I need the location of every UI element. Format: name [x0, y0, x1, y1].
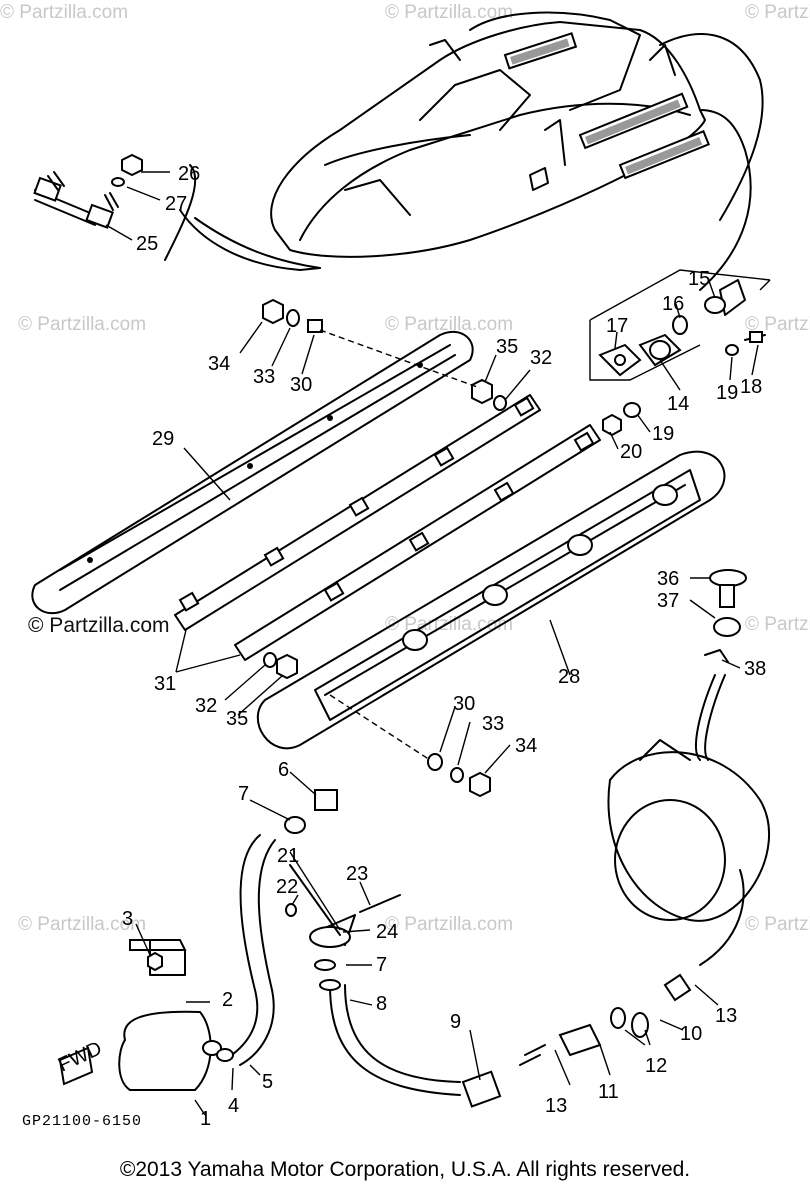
copyright-notice: ©2013 Yamaha Motor Corporation, U.S.A. A… [119, 1158, 691, 1181]
callout-22: 22 [276, 876, 298, 898]
callout-13: 13 [545, 1095, 567, 1117]
callout-3: 3 [122, 908, 133, 930]
callout-32: 32 [530, 347, 552, 369]
watermark: © Partzilla.com [18, 914, 146, 935]
callout-28: 28 [558, 666, 580, 688]
callout-2: 2 [222, 989, 233, 1011]
callout-7b: 7 [376, 954, 387, 976]
callout-32b: 32 [195, 695, 217, 717]
callout-33: 33 [253, 366, 275, 388]
callout-33b: 33 [482, 713, 504, 735]
watermark: © Partzilla.com [0, 2, 128, 23]
sponson-part-28 [256, 450, 726, 750]
callout-15: 15 [688, 268, 710, 290]
vent-parts-14-19 [589, 269, 771, 437]
leader-lines [105, 171, 759, 1116]
watermark: © Partzilla.com [18, 314, 146, 335]
callout-19b: 19 [652, 423, 674, 445]
watermark: © Partzilla.com [385, 2, 513, 23]
callout-12: 12 [645, 1055, 667, 1077]
hardware-30-35 [262, 298, 507, 798]
callout-23: 23 [346, 863, 368, 885]
callout-25: 25 [136, 233, 158, 255]
diagram-code: GP21100-6150 [22, 1113, 142, 1130]
callout-17: 17 [606, 315, 628, 337]
callout-24: 24 [376, 921, 398, 943]
callout-37: 37 [657, 590, 679, 612]
watermark: © Partzilla.com [385, 314, 513, 335]
watermark: © Partzilla.com [385, 914, 513, 935]
callout-4: 4 [228, 1095, 239, 1117]
callout-35: 35 [496, 336, 518, 358]
callout-20: 20 [620, 441, 642, 463]
callout-38: 38 [744, 658, 766, 680]
sponson-part-29 [31, 330, 474, 615]
callout-9: 9 [450, 1011, 461, 1033]
callout-35b: 35 [226, 708, 248, 730]
callout-30: 30 [290, 374, 312, 396]
callout-16: 16 [662, 293, 684, 315]
callout-14: 14 [667, 393, 689, 415]
callout-1: 1 [200, 1108, 211, 1130]
callout-6: 6 [278, 759, 289, 781]
watermark: © Partzilla.com [745, 2, 810, 23]
callout-36: 36 [657, 568, 679, 590]
callout-19: 19 [716, 382, 738, 404]
callout-11: 11 [598, 1081, 619, 1103]
watermark: © Partzilla.com [745, 914, 810, 935]
callout-5: 5 [262, 1071, 273, 1093]
callout-7: 7 [238, 783, 249, 805]
watermark: © Partzilla.com [745, 614, 810, 635]
watermark-dark: © Partzilla.com [28, 614, 170, 637]
callout-29: 29 [152, 428, 174, 450]
callout-34: 34 [208, 353, 230, 375]
callout-21: 21 [277, 845, 299, 867]
callout-13b: 13 [715, 1005, 737, 1027]
watercraft-hull-drawing [179, 11, 764, 291]
callout-10: 10 [680, 1023, 702, 1045]
callout-31: 31 [154, 673, 176, 695]
callout-18: 18 [740, 376, 762, 398]
callout-8: 8 [376, 993, 387, 1015]
mount-bolts-group [33, 153, 321, 269]
watermark: © Partzilla.com [745, 314, 810, 335]
callout-26: 26 [178, 163, 200, 185]
callout-30b: 30 [453, 693, 475, 715]
water-system-parts: FWD [55, 674, 771, 1108]
callout-labels: 1 2 3 4 5 6 7 7 8 9 10 11 12 13 13 14 15… [122, 163, 766, 1130]
rail-plates-31 [174, 394, 601, 661]
callout-27: 27 [165, 193, 187, 215]
callout-34b: 34 [515, 735, 537, 757]
